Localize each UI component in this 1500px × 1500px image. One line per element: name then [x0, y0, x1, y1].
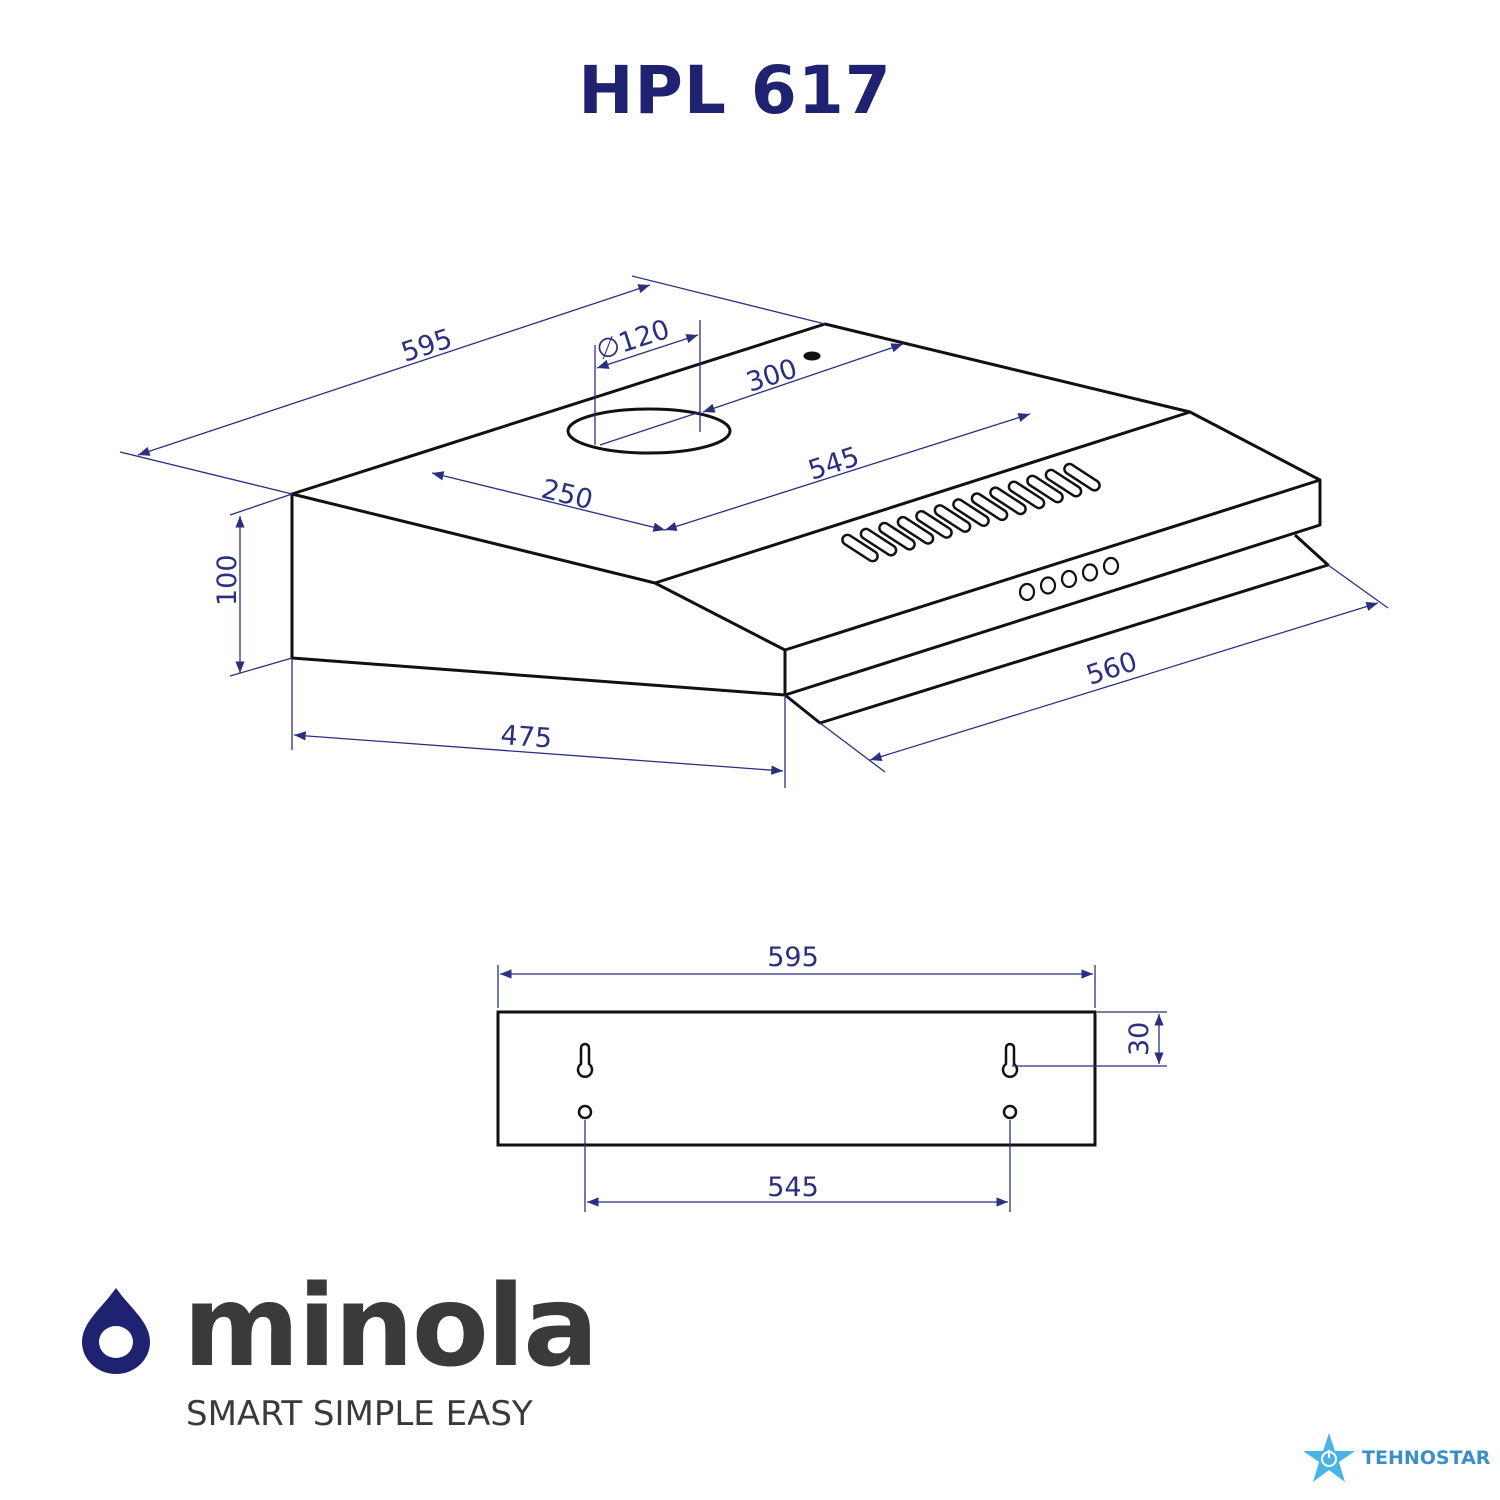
brand-name: minola: [183, 1262, 599, 1392]
dim-front-width: 560: [1083, 646, 1142, 691]
brand-tagline: SMART SIMPLE EASY: [186, 1394, 533, 1434]
vent-slot: [896, 515, 935, 545]
vent-slot: [970, 492, 1009, 522]
vent-slot: [841, 533, 879, 563]
hood-back-view: [496, 1010, 1097, 1147]
control-button: [1081, 563, 1099, 582]
vent-slot: [859, 527, 898, 557]
vent-slot: [933, 504, 972, 533]
page-title: HPL 617: [578, 52, 892, 129]
dim-depth: 475: [500, 720, 554, 755]
water-drop-icon: [82, 1288, 150, 1374]
brand-logo: minola SMART SIMPLE EASY: [78, 1262, 599, 1434]
dim-hole-spacing: 545: [767, 1172, 819, 1203]
control-button: [1060, 569, 1078, 589]
control-button: [1018, 582, 1036, 602]
vent-slot: [878, 521, 916, 551]
vent-slot: [1044, 468, 1083, 498]
dim-height: 100: [212, 554, 243, 606]
iso-dimension-lines: [119, 275, 1389, 788]
back-dimension-lines: [497, 965, 1167, 1212]
control-button: [1039, 576, 1057, 595]
dim-back-width: 595: [767, 942, 819, 973]
vent-slot: [989, 486, 1027, 516]
vent-slot: [915, 509, 953, 539]
vent-slot: [1007, 480, 1046, 510]
vent-slot: [1026, 474, 1064, 504]
watermark: TEHNOSTAR: [1302, 1432, 1490, 1484]
vent-slot: [952, 498, 990, 528]
dim-inner-width: 545: [805, 441, 864, 486]
dim-duct-diameter: ∅120: [593, 314, 674, 367]
vent-slot: [1063, 462, 1101, 492]
star-power-icon: [1303, 1433, 1355, 1482]
dim-hole-offset: 30: [1124, 1022, 1155, 1056]
hood-isometric-outline: [290, 322, 1330, 725]
dim-duct-offset: 300: [743, 353, 802, 398]
dim-depth-side: 250: [538, 474, 596, 517]
dim-width: 595: [398, 323, 457, 368]
watermark-text: TEHNOSTAR: [1362, 1447, 1491, 1469]
control-buttons: [1018, 556, 1120, 602]
control-button: [1102, 556, 1120, 576]
